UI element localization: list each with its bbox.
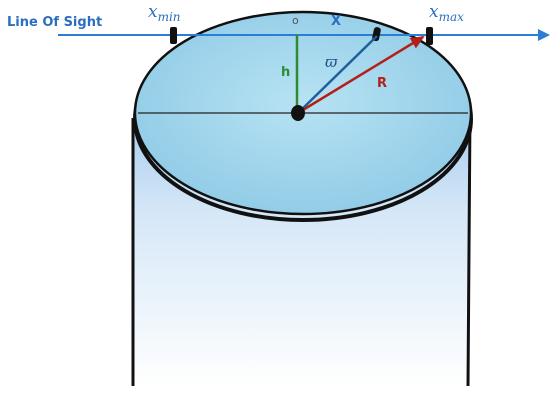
varpi-line (297, 35, 378, 114)
center-point (291, 105, 305, 121)
x-min-sub: min (158, 10, 181, 24)
varpi-label: ϖ (325, 53, 338, 71)
R-label: R (377, 76, 387, 91)
x-min-label: xmin (148, 2, 181, 24)
x-max-sub: max (439, 10, 465, 24)
x-min-marker (170, 27, 177, 44)
origin-label: o (292, 14, 299, 27)
line-of-sight-label: Line Of Sight (7, 15, 102, 30)
x-max-label: xmax (429, 2, 464, 24)
x-max-main: x (429, 2, 439, 22)
h-label: h (281, 65, 290, 80)
x-max-marker (426, 27, 433, 45)
x-distance-label: X (331, 14, 341, 29)
R-arrow (297, 35, 425, 115)
cylinder-right-edge (466, 111, 472, 387)
x-min-main: x (148, 2, 158, 22)
